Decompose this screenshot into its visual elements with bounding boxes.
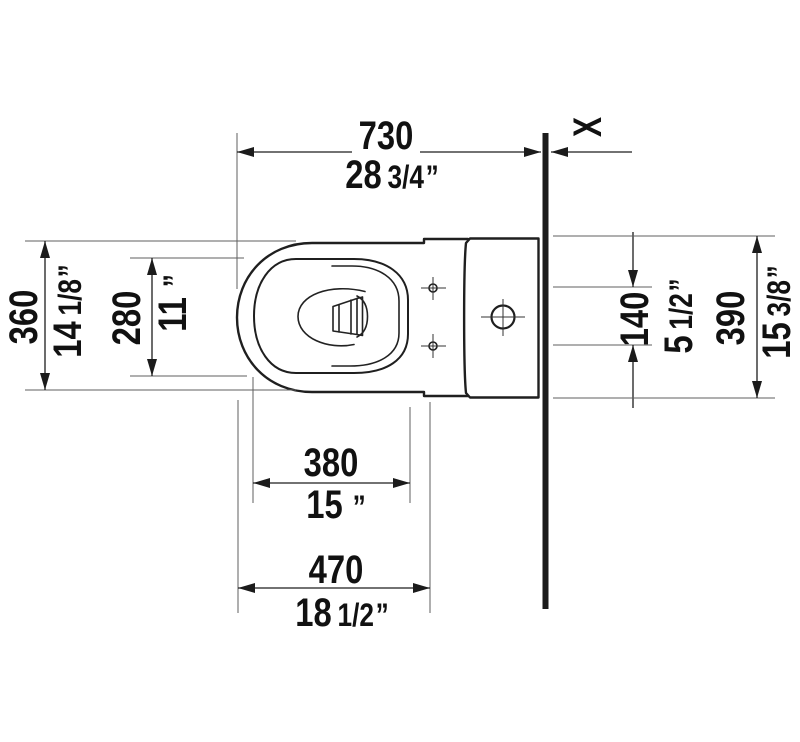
arrowhead [524, 147, 541, 157]
inch-mark: ” [353, 491, 366, 526]
arrowhead [40, 241, 50, 258]
dim-tank-width-mm-label: 390 [708, 291, 753, 346]
arrowhead [752, 236, 762, 253]
extension-lines [553, 235, 775, 399]
inch-whole: 14 [45, 321, 90, 358]
arrowhead [628, 345, 638, 362]
dim-bowl-width: 360 14 1/8 ” [1, 240, 296, 391]
arrowhead [393, 478, 410, 488]
extension-lines [553, 286, 652, 346]
arrowhead [147, 359, 157, 376]
inch-fraction: 3/4 [387, 161, 424, 196]
flush-button-crosshair [481, 299, 525, 336]
toilet-top-view [235, 237, 540, 399]
drain-horseshoe [297, 287, 366, 347]
arrowhead [238, 583, 255, 593]
inch-fraction: 1/8 [54, 279, 89, 315]
dim-seat-opening-width-mm-label: 280 [104, 291, 149, 346]
arrowhead [147, 258, 157, 275]
fixing-hole-crosshair [421, 334, 446, 358]
dim-hole-spacing-mm-label: 140 [612, 292, 657, 347]
inch-mark: ” [763, 265, 798, 278]
arrowhead [413, 583, 430, 593]
dim-seat-opening-depth-mm-label: 380 [304, 440, 359, 485]
arrowhead [40, 373, 50, 390]
seat-fixing-hole-top [421, 277, 446, 300]
inch-fraction: 1/2 [337, 599, 373, 634]
extension-lines [252, 377, 411, 503]
dim-overall-depth-mm-label: 730 [359, 113, 414, 158]
inch-whole: 28 [345, 152, 381, 197]
seat-opening-inner-ring [331, 265, 400, 367]
inch-whole: 15 [306, 482, 342, 527]
inch-whole: 15 [754, 322, 799, 358]
inch-mark: ” [665, 278, 700, 291]
dim-hole-spacing: 140 5 1/2 ” [553, 232, 701, 408]
dim-hole-spacing-inch-label: 5 1/2 ” [656, 278, 701, 353]
dim-seat-opening-depth: 380 15 ” [252, 377, 411, 527]
arrowhead [628, 270, 638, 287]
extension-lines [130, 257, 247, 377]
arrowhead [752, 381, 762, 398]
arrowhead [237, 147, 254, 157]
dim-seat-opening-width: 280 11 ” [104, 257, 247, 377]
dim-bowl-projection-mm-label: 470 [309, 547, 364, 592]
wall-section-mark-label: X [566, 117, 610, 137]
dim-tank-width: 390 15 3/8 ” [553, 235, 799, 399]
inch-fraction: 3/8 [763, 280, 798, 316]
wall-offset-indicator: X [551, 117, 632, 157]
tank-outline [462, 237, 540, 399]
inch-mark: ” [426, 161, 439, 196]
dim-seat-opening-width-inch-label: 11 ” [150, 274, 195, 332]
extension-lines [25, 240, 296, 391]
inch-mark: ” [159, 274, 194, 287]
dim-bowl-width-mm-label: 360 [1, 290, 46, 345]
flush-button [481, 299, 525, 336]
seat-fixing-hole-bottom [421, 334, 446, 358]
extension-lines [237, 400, 431, 613]
inch-whole: 18 [295, 590, 331, 635]
arrowhead [551, 147, 568, 157]
inch-mark: ” [54, 264, 89, 277]
inch-whole: 5 [656, 335, 701, 353]
inch-mark: ” [376, 599, 389, 634]
dim-seat-opening-depth-inch-label: 15 ” [306, 482, 365, 527]
seat-opening-outer-ring [253, 258, 409, 374]
dim-bowl-width-inch-label: 14 1/8 ” [45, 264, 90, 357]
flush-valve-spud [332, 297, 358, 336]
flush-valve-spud-lines [338, 296, 364, 337]
inch-fraction: 1/2 [665, 293, 700, 329]
inch-whole: 11 [150, 297, 195, 332]
arrowhead [253, 478, 270, 488]
dim-tank-width-inch-label: 15 3/8 ” [754, 265, 799, 358]
fixing-hole-crosshair [421, 277, 446, 300]
